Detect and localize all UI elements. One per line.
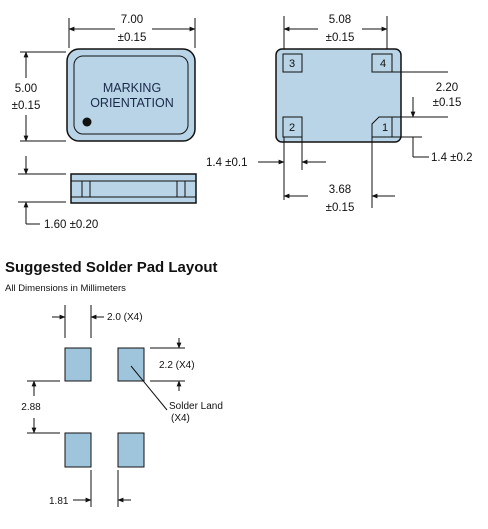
solder-layout-title: Suggested Solder Pad Layout [5, 259, 218, 276]
package-lid [73, 55, 189, 135]
pin1-dot-icon [82, 117, 92, 127]
inner-tolerance: ±0.15 [326, 202, 355, 214]
pin-2-label: 2 [289, 122, 295, 134]
pitch-y-value: 2.20 [436, 82, 458, 94]
bottom-view: 5.08 ±0.15 3 4 2 1 2.20 ±0.15 1.4 ±0.2 1… [206, 14, 472, 214]
solder-pitch-y: 2.88 [21, 402, 41, 413]
inner-value: 3.68 [329, 184, 351, 196]
solder-land-label: Solder Land [169, 401, 223, 412]
solder-layout: 2.0 (X4) 2.2 (X4) Solder Land (X4) 2.88 … [21, 305, 223, 507]
width-tolerance: ±0.15 [118, 32, 147, 44]
pitch-y-tolerance: ±0.15 [433, 97, 462, 109]
width-value: 7.00 [121, 14, 143, 26]
bottom-body [275, 48, 402, 143]
pad-width-label: 1.4 ±0.1 [206, 157, 247, 169]
solder-layout-subtitle: All Dimensions in Millimeters [5, 283, 126, 294]
solder-pad-width: 2.0 (X4) [107, 312, 143, 323]
height-value: 5.00 [15, 83, 37, 95]
side-view: 1.60 ±0.20 [18, 156, 197, 231]
side-body [70, 173, 197, 204]
pitch-x-tolerance: ±0.15 [326, 32, 355, 44]
height-tolerance: ±0.15 [12, 100, 41, 112]
pad-height-label: 1.4 ±0.2 [431, 152, 472, 164]
solder-land-count: (X4) [171, 413, 190, 424]
solder-pad-tl [64, 347, 92, 382]
orientation-label: ORIENTATION [90, 96, 174, 110]
pad-3 [282, 53, 303, 73]
pitch-x-value: 5.08 [329, 14, 351, 26]
pin-3-label: 3 [289, 58, 295, 70]
pad-1 [371, 116, 393, 138]
solder-pitch-x: 1.81 [49, 496, 69, 507]
thickness-label: 1.60 ±0.20 [44, 219, 98, 231]
pin-1-label: 1 [382, 122, 388, 134]
pin-4-label: 4 [380, 58, 386, 70]
marking-label: MARKING [103, 81, 161, 95]
top-view: 7.00 ±0.15 5.00 ±0.15 MARKING ORIENTATIO… [12, 14, 196, 142]
solder-pad-br [117, 432, 145, 468]
solder-pad-height: 2.2 (X4) [159, 360, 195, 371]
solder-pad-tr [117, 347, 145, 382]
solder-pad-bl [64, 432, 92, 468]
